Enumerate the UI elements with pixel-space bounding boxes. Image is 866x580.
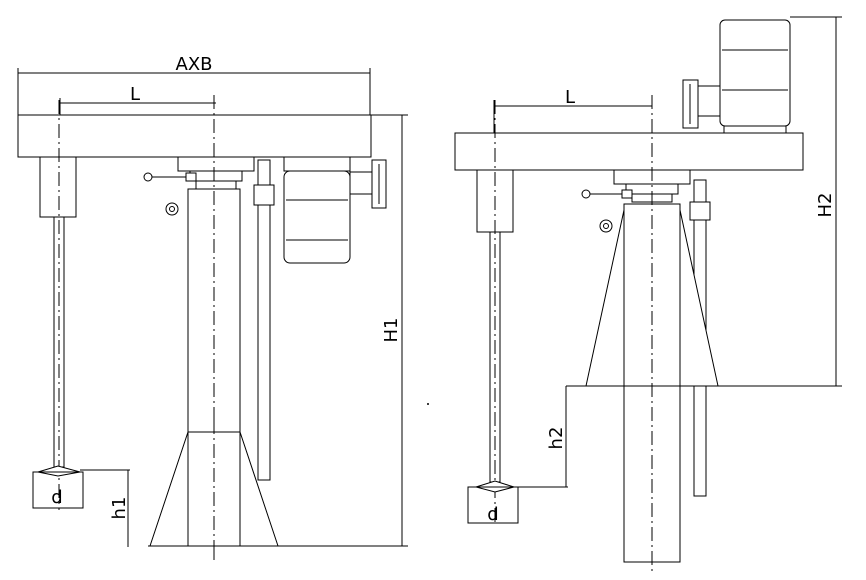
left-motor-terminal-box — [349, 171, 373, 195]
left-motor-body — [283, 170, 351, 264]
left-gearbox-mid — [189, 170, 243, 182]
dimension-label-axb: AXB — [176, 54, 213, 75]
left-lock-knob-icon — [165, 202, 179, 216]
dimension-label-h1-small: h1 — [109, 497, 130, 520]
left-impeller — [37, 465, 81, 477]
dimension-label-d-right: d — [487, 504, 498, 525]
right-motor-body — [719, 19, 791, 127]
dimension-h2: H2 — [790, 16, 842, 386]
right-lock-knob-icon — [599, 219, 613, 233]
left-lever-handle — [143, 172, 197, 182]
right-motor-flange — [723, 125, 787, 134]
dimension-label-h2: H2 — [815, 193, 836, 218]
right-crossbeam — [454, 132, 804, 171]
dimension-h2-small: h2 — [514, 386, 568, 488]
right-lever-handle — [581, 189, 633, 199]
left-crossbeam — [17, 114, 372, 158]
stray-mark — [427, 403, 429, 405]
right-rod-clamp — [689, 201, 711, 221]
right-mixer-view: L d h2 — [454, 16, 842, 572]
dimension-label-l-left: L — [130, 84, 140, 105]
left-mixer-view: AXB L d h1 — [17, 54, 408, 560]
left-stirrer-hub — [39, 156, 77, 218]
dimension-label-h2-small: h2 — [546, 427, 567, 450]
dimension-h1-small: h1 — [80, 469, 130, 547]
dimension-label-l-right: L — [565, 87, 575, 108]
left-tank-dim-box — [32, 471, 84, 509]
dimension-h1: H1 — [282, 114, 408, 547]
left-lifting-rod — [257, 159, 271, 481]
dimension-label-d-left: d — [51, 487, 62, 508]
right-motor-terminal-box — [697, 85, 721, 117]
left-rod-clamp — [253, 184, 275, 206]
left-gearbox-top — [177, 156, 255, 172]
left-motor-flange — [283, 156, 351, 172]
right-tank-dim-box — [467, 486, 519, 524]
left-gearbox-bearing — [195, 180, 237, 190]
dimension-axb: AXB — [17, 54, 371, 115]
dimension-label-h1: H1 — [381, 318, 402, 343]
